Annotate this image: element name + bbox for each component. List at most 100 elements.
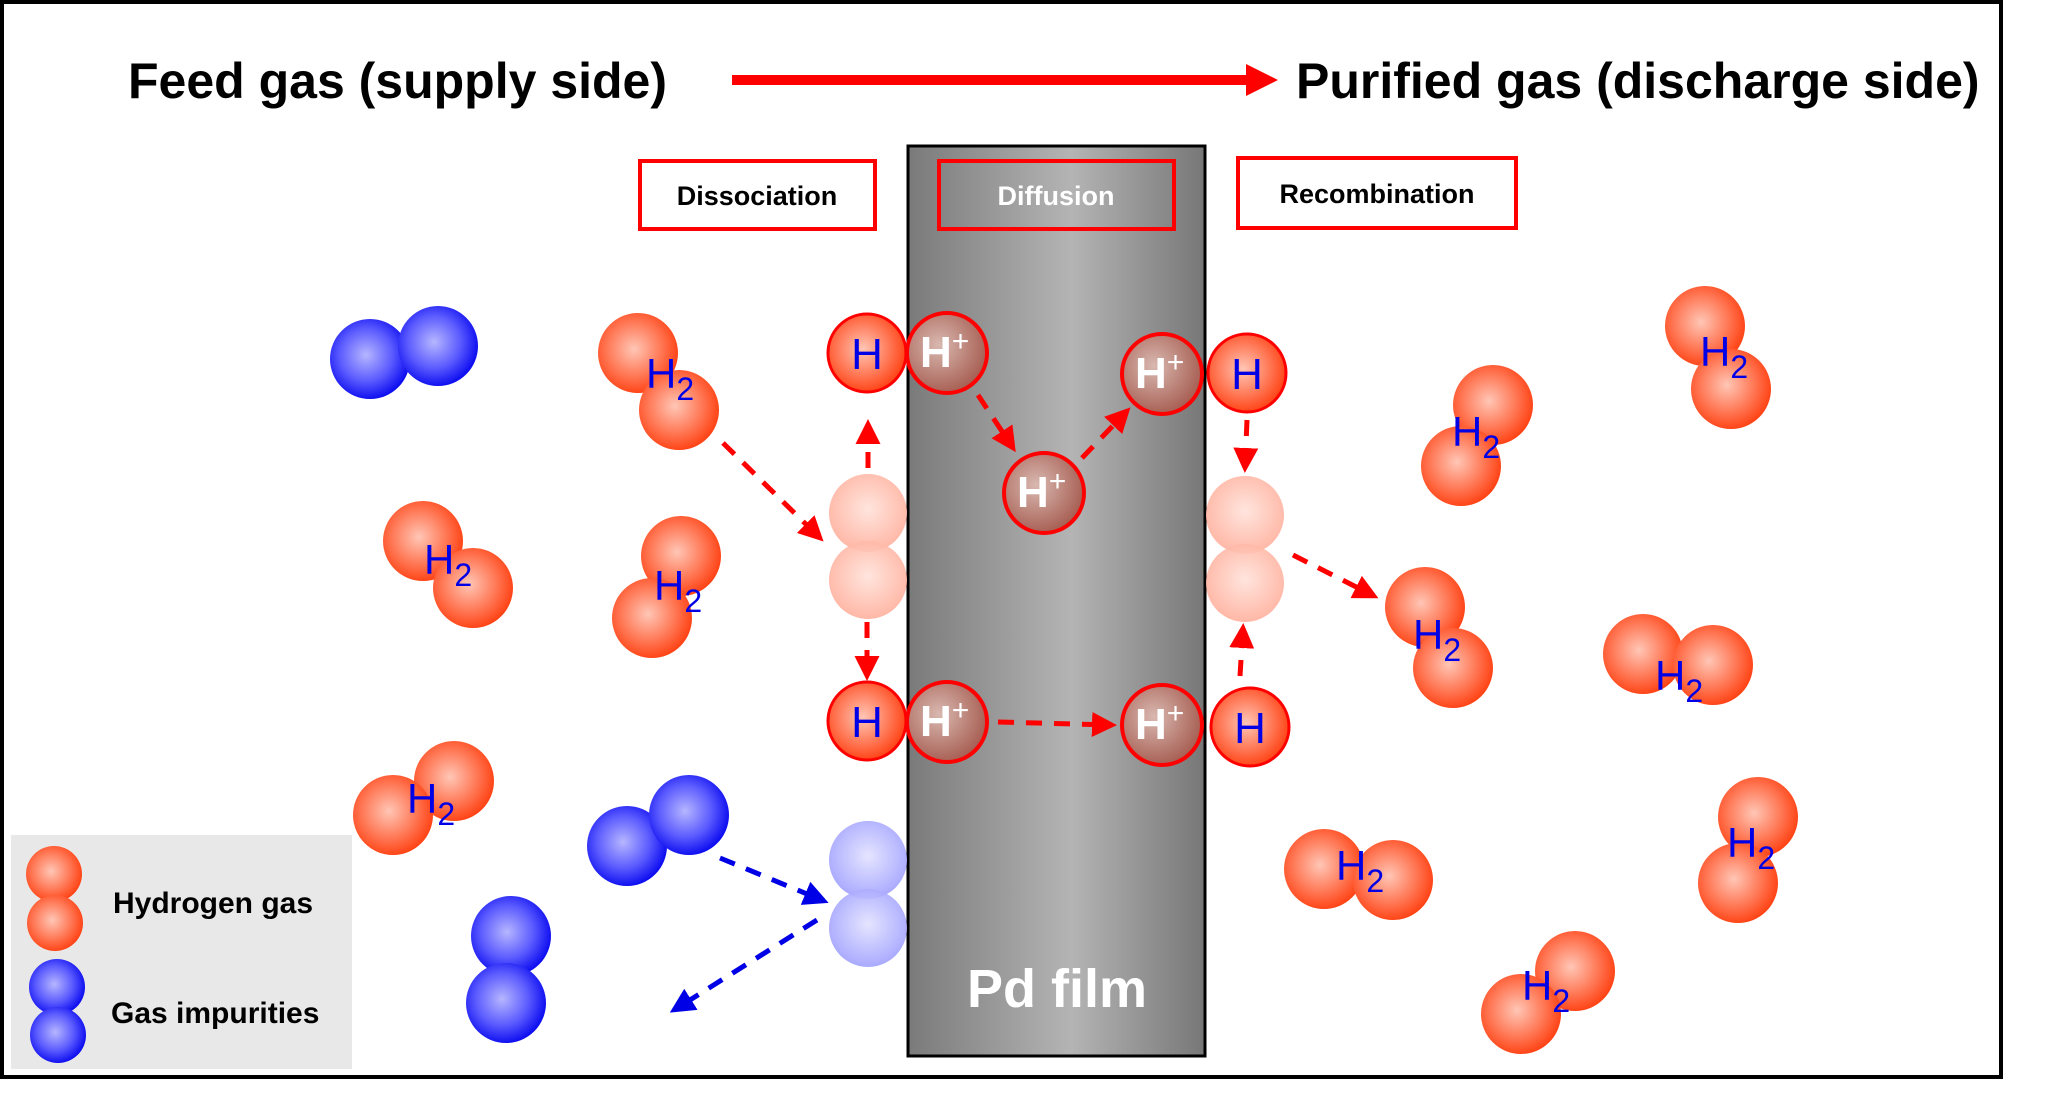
hydrogen-ion: H+ <box>905 680 989 764</box>
impurity-approach-arrow <box>719 855 829 905</box>
recombined-h2-permeate-side <box>1206 476 1284 622</box>
step-label: Diffusion <box>998 181 1115 211</box>
hydrogen-atom-sphere <box>1603 614 1683 694</box>
hydrogen-atom-sphere <box>383 501 463 581</box>
hydrogen-atom-sphere <box>1421 426 1501 506</box>
impurity-molecules <box>330 306 729 1043</box>
impurity-molecule <box>587 775 729 886</box>
impurity-molecule-icon <box>29 959 86 1063</box>
hydrogen-atom-sphere <box>1385 567 1465 647</box>
hydrogen-atom-sphere <box>639 370 719 450</box>
hydrogen-atoms: H H+ H+ H+ H H H+ H+ H <box>826 311 1291 768</box>
hydrogen-molecule: H2 <box>1284 829 1433 920</box>
hydrogen-atom: H <box>1209 686 1291 768</box>
hydrogen-atom-sphere <box>1481 974 1561 1054</box>
right-arrow-icon <box>732 64 1278 96</box>
purified-gas-label: Purified gas (discharge side) <box>1296 53 1980 109</box>
hydrogen-ion: H+ <box>1120 332 1204 416</box>
hydrogen-molecule: H2 <box>598 313 719 450</box>
h2-formula-label: H2 <box>646 350 694 407</box>
step-box <box>937 159 1176 231</box>
hydrogen-atom-sphere <box>353 775 433 855</box>
process-arrows <box>669 393 1379 1013</box>
hydrogen-atom-sphere <box>598 313 678 393</box>
step-box <box>638 159 877 231</box>
hydrogen-atom-sphere <box>612 578 692 658</box>
recombination-up-arrow <box>1229 623 1255 677</box>
h2-formula-label: H2 <box>1413 611 1461 668</box>
h-atom-label: H <box>1231 350 1263 399</box>
hydrogen-atom-sphere <box>1535 931 1615 1011</box>
hydrogen-atom-sphere <box>1353 840 1433 920</box>
hydrogen-atom-sphere <box>1698 843 1778 923</box>
hydrogen-molecule: H2 <box>1665 286 1771 429</box>
legend: Hydrogen gas Gas impurities <box>11 835 352 1069</box>
h2-formula-label: H2 <box>1727 819 1775 876</box>
hydrogen-atom: H <box>1206 332 1288 414</box>
hydrogen-molecule: H2 <box>1421 365 1533 506</box>
h-ion-label: H+ <box>1017 465 1066 517</box>
h-ion-label: H+ <box>920 694 969 746</box>
step-box <box>1236 156 1518 230</box>
impurity-molecule <box>330 306 478 399</box>
impurity-reject-arrow <box>669 917 819 1013</box>
h-ion-label: H+ <box>1135 346 1184 398</box>
diffusion-down-arrow <box>975 393 1016 453</box>
pd-film-label: Pd film <box>967 959 1147 1019</box>
h2-formula-label: H2 <box>1452 408 1500 465</box>
h2-formula-label: H2 <box>1336 842 1384 899</box>
hydrogen-atom-sphere <box>1673 625 1753 705</box>
hydrogen-atom: H <box>826 680 908 762</box>
step-label: Recombination <box>1279 179 1474 209</box>
h2-formula-label: H2 <box>1655 652 1703 709</box>
hydrogen-atom-sphere <box>641 516 721 596</box>
impurity-atom-sphere <box>471 896 551 976</box>
hydrogen-molecule: H2 <box>353 741 494 855</box>
hydrogen-molecule: H2 <box>1603 614 1753 709</box>
h-atom-label: H <box>851 698 883 747</box>
h-ion-label: H+ <box>920 325 969 377</box>
impurity-atom-sphere <box>330 319 410 399</box>
hydrogen-molecule: H2 <box>383 501 513 628</box>
step-diffusion: Diffusion <box>937 159 1176 231</box>
adsorbed-h2-feed-side <box>829 474 907 619</box>
adsorption-arrow <box>721 441 824 542</box>
hydrogen-atom: H <box>826 312 908 394</box>
hydrogen-molecule-icon <box>26 846 83 951</box>
impurity-atom-sphere <box>587 806 667 886</box>
h-atom-label: H <box>851 330 883 379</box>
step-dissociation: Dissociation <box>638 159 877 231</box>
hydrogen-ion: H+ <box>1002 451 1086 535</box>
hydrogen-ion: H+ <box>1120 683 1204 767</box>
h2-formula-label: H2 <box>407 775 455 832</box>
impurity-atom-sphere <box>649 775 729 855</box>
hydrogen-molecule: H2 <box>1698 777 1798 923</box>
hydrogen-ion: H+ <box>905 311 989 395</box>
h2-formula-label: H2 <box>424 536 472 593</box>
h2-formula-label: H2 <box>1700 328 1748 385</box>
legend-label-hydrogen: Hydrogen gas <box>113 887 313 920</box>
desorption-arrow <box>1291 552 1379 599</box>
impurity-molecule <box>466 896 551 1043</box>
diffusion-straight-arrow <box>997 711 1117 737</box>
diffusion-up-arrow <box>1080 407 1131 460</box>
hydrogen-atom-sphere <box>433 548 513 628</box>
h2-formula-label: H2 <box>654 562 702 619</box>
step-recombination: Recombination <box>1236 156 1518 230</box>
impurity-atom-sphere <box>398 306 478 386</box>
recombination-down-arrow <box>1233 419 1259 473</box>
hydrogen-molecule: H2 <box>1481 931 1615 1054</box>
hydrogen-atom-sphere <box>1665 286 1745 366</box>
hydrogen-atom-sphere <box>1691 349 1771 429</box>
hydrogen-molecule: H2 <box>612 516 721 658</box>
hydrogen-atom-sphere <box>1413 628 1493 708</box>
step-label: Dissociation <box>677 181 838 211</box>
hydrogen-atom-sphere <box>1284 829 1364 909</box>
feed-gas-label: Feed gas (supply side) <box>128 53 667 109</box>
h-atom-label: H <box>1234 704 1266 753</box>
hydrogen-molecule: H2 <box>1385 567 1493 708</box>
adsorbed-impurity <box>829 821 907 967</box>
